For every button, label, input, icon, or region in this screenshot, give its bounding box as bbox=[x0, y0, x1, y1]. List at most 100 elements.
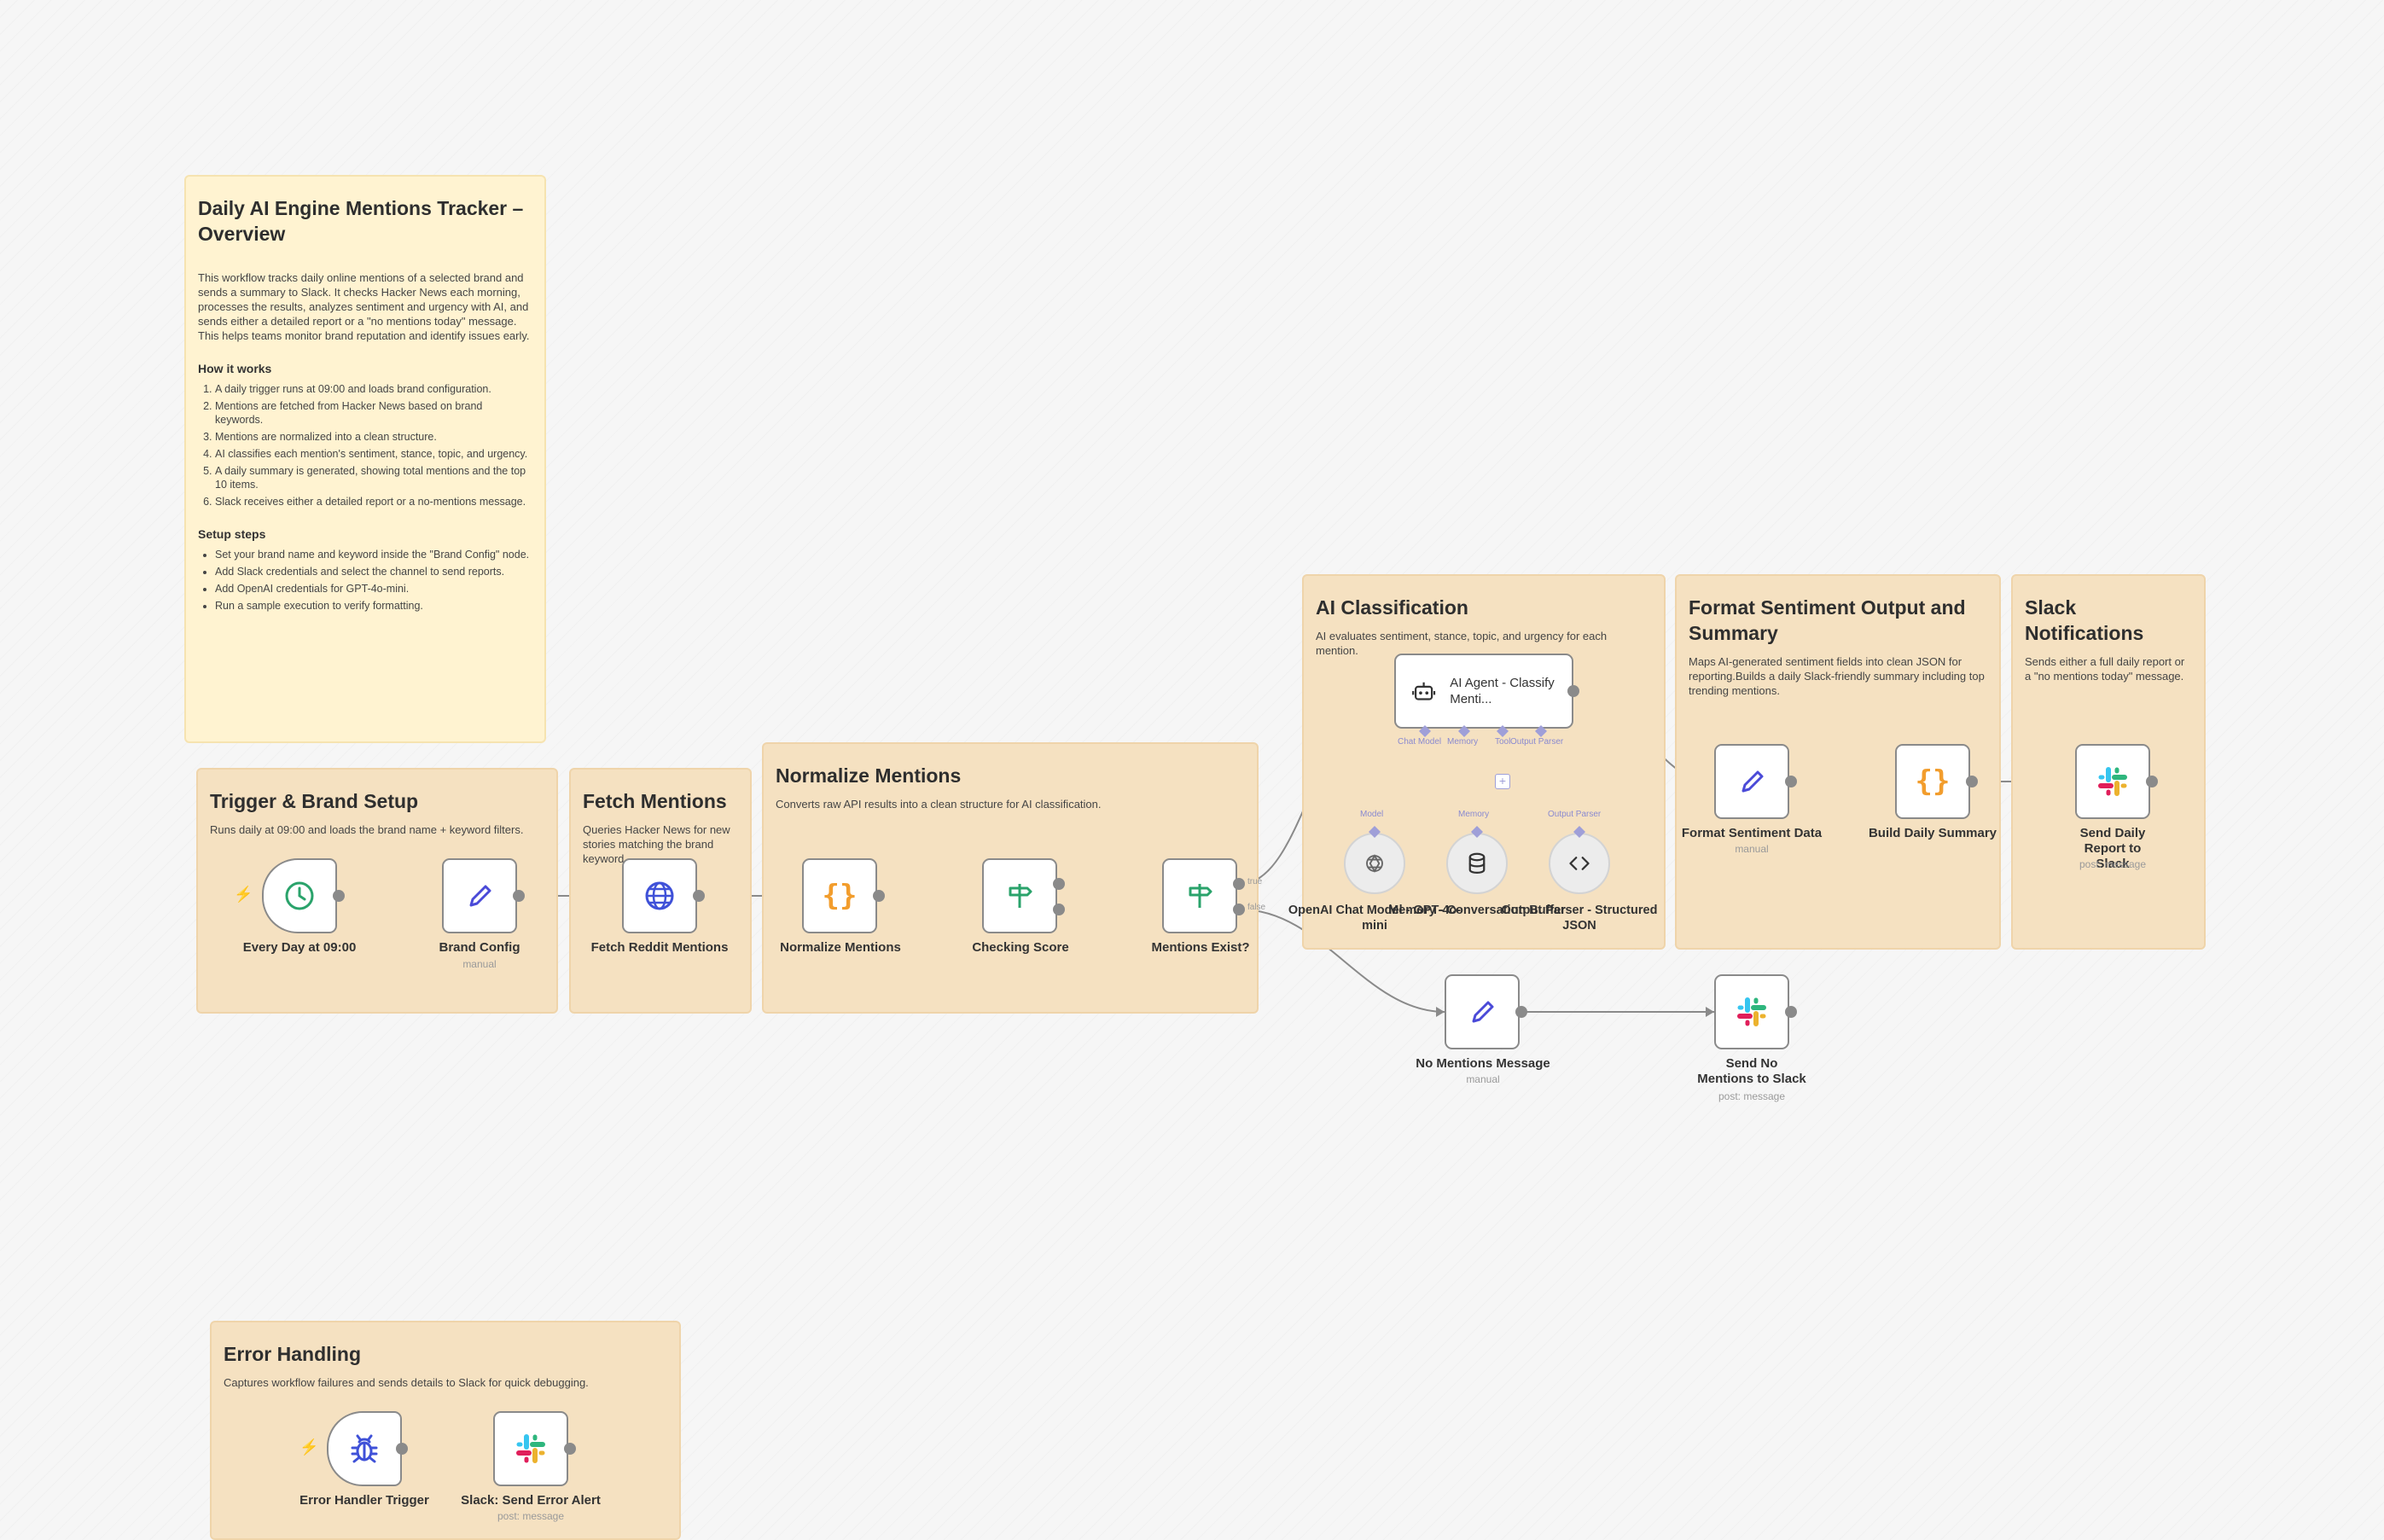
section-title: Trigger & Brand Setup bbox=[210, 790, 419, 812]
how-step: Mentions are fetched from Hacker News ba… bbox=[215, 399, 532, 427]
how-step: A daily trigger runs at 09:00 and loads … bbox=[215, 382, 532, 396]
output-port[interactable] bbox=[1966, 776, 1978, 787]
node-label: Error Handler Trigger bbox=[299, 1493, 429, 1508]
every-day-trigger-node[interactable] bbox=[262, 858, 337, 933]
output-parser-port-label: Output Parser bbox=[1548, 810, 1602, 819]
node-sublabel: manual bbox=[1735, 843, 1769, 855]
output-parser-node[interactable] bbox=[1549, 833, 1610, 894]
send-no-mentions-node[interactable] bbox=[1714, 974, 1789, 1049]
braces-icon: {} bbox=[822, 879, 858, 913]
database-icon bbox=[1468, 852, 1486, 874]
node-label: Send No Mentions to Slack bbox=[1697, 1056, 1806, 1086]
section-title: AI Classification bbox=[1316, 596, 1468, 619]
node-label: Brand Config bbox=[439, 940, 520, 955]
section-title: Normalize Mentions bbox=[776, 764, 962, 787]
overview-title: Daily AI Engine Mentions Tracker – Overv… bbox=[198, 197, 524, 245]
setup-step: Add OpenAI credentials for GPT-4o-mini. bbox=[215, 582, 532, 596]
trigger-bolt-icon: ⚡ bbox=[299, 1438, 319, 1456]
mentions-exist-node[interactable] bbox=[1162, 858, 1237, 933]
node-label: Normalize Mentions bbox=[780, 940, 901, 955]
node-label: Fetch Reddit Mentions bbox=[590, 940, 729, 955]
false-branch-label: false bbox=[1247, 903, 1266, 912]
bug-icon bbox=[351, 1434, 378, 1463]
trigger-bolt-icon: ⚡ bbox=[234, 886, 253, 903]
output-port[interactable] bbox=[333, 890, 345, 902]
output-port[interactable] bbox=[1785, 1006, 1797, 1018]
signpost-icon bbox=[1189, 884, 1212, 908]
node-label: Format Sentiment Data bbox=[1681, 826, 1823, 840]
how-it-works-heading: How it works bbox=[198, 362, 272, 375]
fetch-reddit-mentions-node[interactable] bbox=[622, 858, 697, 933]
slack-icon bbox=[1737, 997, 1766, 1026]
node-label: Slack: Send Error Alert bbox=[461, 1493, 601, 1508]
setup-step: Run a sample execution to verify formatt… bbox=[215, 599, 532, 613]
error-handler-trigger-node[interactable] bbox=[327, 1411, 402, 1486]
checking-score-node[interactable] bbox=[982, 858, 1057, 933]
node-sublabel: manual bbox=[1466, 1073, 1500, 1085]
build-daily-summary-node[interactable]: {} bbox=[1895, 744, 1970, 819]
brand-config-node[interactable] bbox=[442, 858, 517, 933]
normalize-mentions-node[interactable]: {} bbox=[802, 858, 877, 933]
overview-sticky-note[interactable]: Daily AI Engine Mentions Tracker – Overv… bbox=[184, 175, 546, 743]
output-port-false[interactable] bbox=[1233, 904, 1245, 915]
node-label: Build Daily Summary bbox=[1868, 826, 1997, 840]
true-branch-label: true bbox=[1247, 877, 1263, 886]
send-daily-report-node[interactable] bbox=[2075, 744, 2150, 819]
setup-step: Add Slack credentials and select the cha… bbox=[215, 565, 532, 578]
no-mentions-message-node[interactable] bbox=[1445, 974, 1520, 1049]
node-label: Checking Score bbox=[972, 940, 1069, 955]
output-port[interactable] bbox=[396, 1443, 408, 1455]
node-label: Send Daily Report to Slack bbox=[2079, 826, 2146, 871]
setup-steps-list: Set your brand name and keyword inside t… bbox=[198, 548, 532, 613]
format-sentiment-data-node[interactable] bbox=[1714, 744, 1789, 819]
section-title: Format Sentiment Output and Summary bbox=[1689, 596, 1966, 644]
output-port[interactable] bbox=[2146, 776, 2158, 787]
output-port[interactable] bbox=[564, 1443, 576, 1455]
output-port[interactable] bbox=[1567, 685, 1579, 697]
memory-buffer-node[interactable] bbox=[1446, 833, 1508, 894]
section-description: AI evaluates sentiment, stance, topic, a… bbox=[1316, 630, 1608, 657]
output-port[interactable] bbox=[1785, 776, 1797, 787]
node-label: OpenAI Chat Model - GPT-4o-mini bbox=[1288, 904, 1462, 933]
node-label: Mentions Exist? bbox=[1151, 940, 1250, 955]
robot-icon bbox=[1412, 682, 1436, 700]
output-port[interactable] bbox=[513, 890, 525, 902]
node-sublabel: post: message bbox=[1718, 1090, 1786, 1102]
globe-icon bbox=[645, 881, 674, 910]
output-port[interactable] bbox=[693, 890, 705, 902]
section-title: Error Handling bbox=[224, 1343, 362, 1365]
node-sublabel: post: message bbox=[497, 1510, 565, 1522]
section-description: Runs daily at 09:00 and loads the brand … bbox=[210, 823, 524, 836]
node-label: Memory - Conversation Buffer bbox=[1388, 904, 1566, 917]
output-port[interactable] bbox=[1515, 1006, 1527, 1018]
slack-send-error-alert-node[interactable] bbox=[493, 1411, 568, 1486]
model-port-label: Model bbox=[1360, 810, 1384, 819]
add-tool-button[interactable]: + bbox=[1495, 774, 1510, 789]
how-step: Mentions are normalized into a clean str… bbox=[215, 430, 532, 444]
braces-icon: {} bbox=[1915, 764, 1951, 799]
ai-agent-node[interactable]: AI Agent - Classify Menti... bbox=[1394, 654, 1573, 729]
code-icon bbox=[1569, 857, 1590, 870]
clock-icon bbox=[285, 881, 314, 910]
section-title: Slack Notifications bbox=[2025, 596, 2144, 644]
setup-step: Set your brand name and keyword inside t… bbox=[215, 548, 532, 561]
output-port-true[interactable] bbox=[1053, 878, 1065, 890]
output-port-false[interactable] bbox=[1053, 904, 1065, 915]
section-error[interactable]: Error Handling Captures workflow failure… bbox=[210, 1321, 681, 1540]
openai-chat-model-node[interactable] bbox=[1344, 833, 1405, 894]
node-label: Output Parser - Structured JSON bbox=[1501, 904, 1658, 933]
setup-steps-heading: Setup steps bbox=[198, 527, 266, 541]
pencil-icon bbox=[469, 885, 491, 907]
openai-icon bbox=[1366, 854, 1383, 873]
node-label: No Mentions Message bbox=[1416, 1056, 1550, 1071]
section-title: Fetch Mentions bbox=[583, 790, 727, 812]
agent-port-chat-model: Chat Model bbox=[1398, 737, 1442, 747]
overview-intro: This workflow tracks daily online mentio… bbox=[198, 271, 530, 342]
agent-port-memory: Memory bbox=[1447, 737, 1479, 747]
output-port[interactable] bbox=[873, 890, 885, 902]
section-description: Maps AI-generated sentiment fields into … bbox=[1689, 655, 1985, 697]
node-label: AI Agent - Classify Menti... bbox=[1450, 676, 1555, 706]
how-step: Slack receives either a detailed report … bbox=[215, 495, 532, 508]
output-port-true[interactable] bbox=[1233, 878, 1245, 890]
